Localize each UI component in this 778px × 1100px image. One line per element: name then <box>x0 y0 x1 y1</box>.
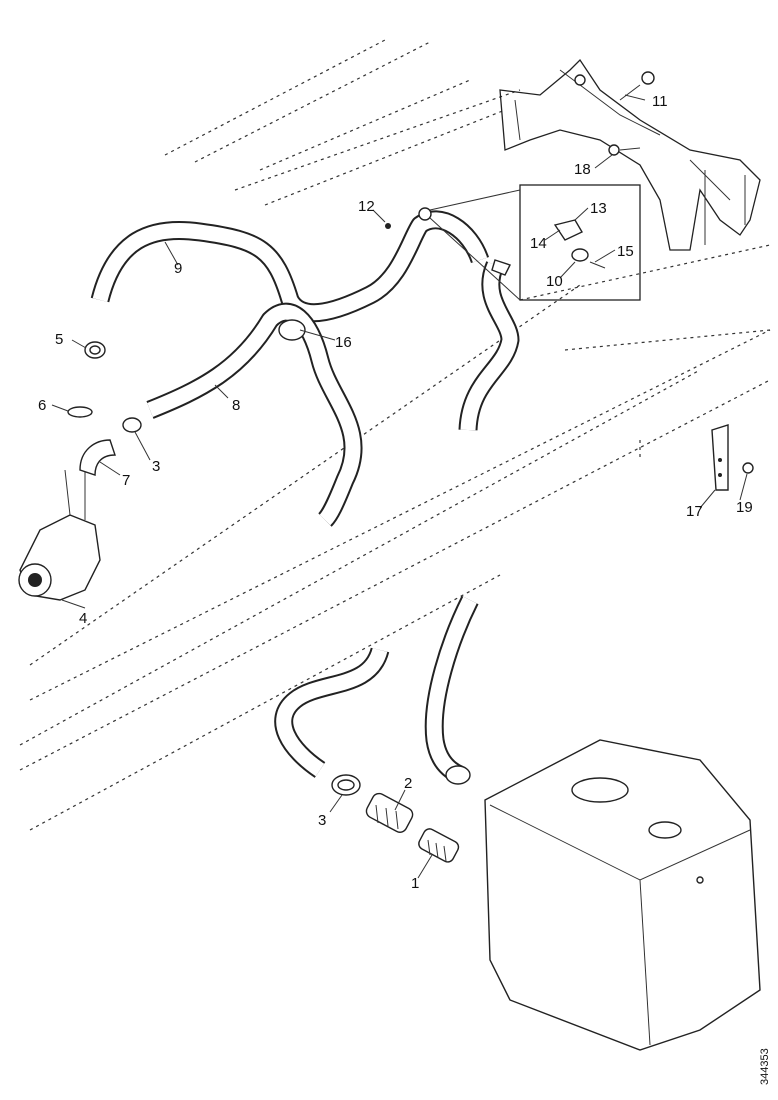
callout-17: 17 <box>686 503 703 520</box>
callout-2: 2 <box>404 775 412 792</box>
callout-13: 13 <box>590 200 607 217</box>
detail-inset <box>385 184 641 301</box>
connector-5 <box>84 341 106 359</box>
callout-1: 1 <box>411 875 419 892</box>
clamp-3-lower <box>331 774 361 796</box>
elbow-7 <box>79 439 116 476</box>
hose-to-tank-left <box>274 646 390 778</box>
tank-hose-fitting <box>445 765 471 785</box>
hose-right-down <box>458 261 520 431</box>
callout-15: 15 <box>617 243 634 260</box>
callout-12: 12 <box>358 198 375 215</box>
callout-8: 8 <box>232 397 240 414</box>
hose-to-tank-right <box>424 595 479 784</box>
callouts: 1 2 3 4 5 6 7 3 8 9 10 11 12 13 14 15 16… <box>38 93 753 892</box>
document-id: 344353 <box>759 1048 771 1085</box>
washer-6 <box>67 406 93 418</box>
clamp-16 <box>278 319 306 341</box>
callout-4: 4 <box>79 610 87 627</box>
callout-10: 10 <box>546 273 563 290</box>
callout-9: 9 <box>174 260 182 277</box>
callout-14: 14 <box>530 235 547 252</box>
callout-19: 19 <box>736 499 753 516</box>
callout-11: 11 <box>652 93 668 110</box>
callout-3-lower: 3 <box>318 812 326 829</box>
washer-fluid-tank <box>484 739 761 1051</box>
frame-rails <box>19 39 771 831</box>
callout-5: 5 <box>55 331 63 348</box>
callout-7: 7 <box>122 472 130 489</box>
leader-lines <box>51 94 748 879</box>
callout-6: 6 <box>38 397 46 414</box>
clamp-3-upper <box>122 417 142 433</box>
callout-16: 16 <box>335 334 352 351</box>
washer-pump-4 <box>18 469 101 601</box>
hose-9 <box>90 210 490 323</box>
upper-bracket-assembly <box>499 58 761 251</box>
pump-connector-1 <box>418 828 460 863</box>
callout-18: 18 <box>574 161 591 178</box>
bracket-17 <box>711 424 754 491</box>
hose-8 <box>146 302 363 527</box>
callout-3-upper: 3 <box>152 458 160 475</box>
filter-2 <box>365 792 414 833</box>
